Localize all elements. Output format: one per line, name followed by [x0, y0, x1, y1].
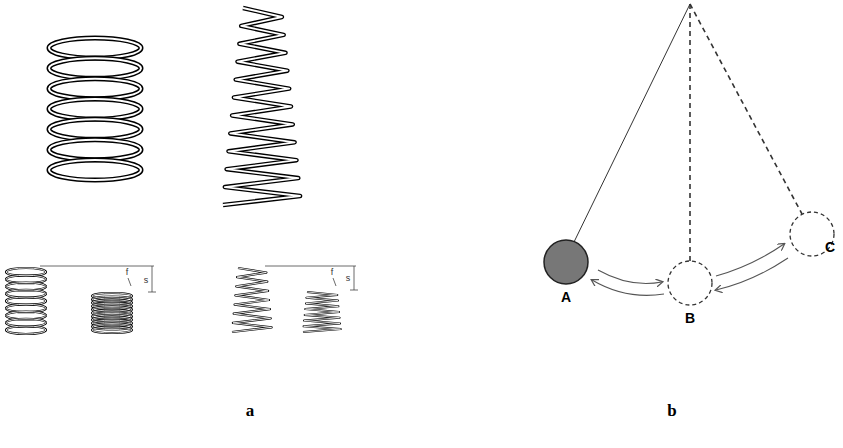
position-label: A [561, 290, 571, 304]
spring-coil [49, 160, 141, 180]
position-label: C [825, 240, 835, 254]
spring-coil [49, 119, 141, 139]
spring-coil [223, 8, 300, 205]
spring-coil [49, 58, 141, 78]
dimension-lines [40, 266, 358, 292]
pendulum [544, 4, 834, 305]
spring-coil [232, 268, 272, 332]
spring-coil [49, 160, 141, 180]
dimension-label: s [346, 274, 351, 283]
spring-coil [49, 140, 141, 160]
dimension-label: f [126, 268, 129, 277]
position-label: B [685, 311, 695, 325]
spring-coil [92, 327, 132, 333]
spring-coil [49, 58, 141, 78]
spring-coil [303, 292, 341, 332]
dimension-label: f [331, 268, 334, 277]
spring-coil [49, 79, 141, 99]
panel-caption: b [667, 402, 676, 419]
spring-coil [303, 292, 341, 332]
spring-coil [92, 327, 132, 333]
spring-coil [49, 99, 141, 119]
dimension-label: s [144, 276, 149, 285]
spring-coil [49, 140, 141, 160]
spring-coil [232, 268, 272, 332]
spring-coil [223, 8, 300, 205]
panel-caption: a [246, 402, 255, 419]
spring-coil [49, 119, 141, 139]
spring-coil [6, 326, 46, 334]
spring-coil [49, 38, 141, 58]
spring-coil [6, 326, 46, 334]
springs [6, 8, 341, 334]
spring-coil [49, 79, 141, 99]
spring-coil [49, 99, 141, 119]
spring-coil [49, 38, 141, 58]
